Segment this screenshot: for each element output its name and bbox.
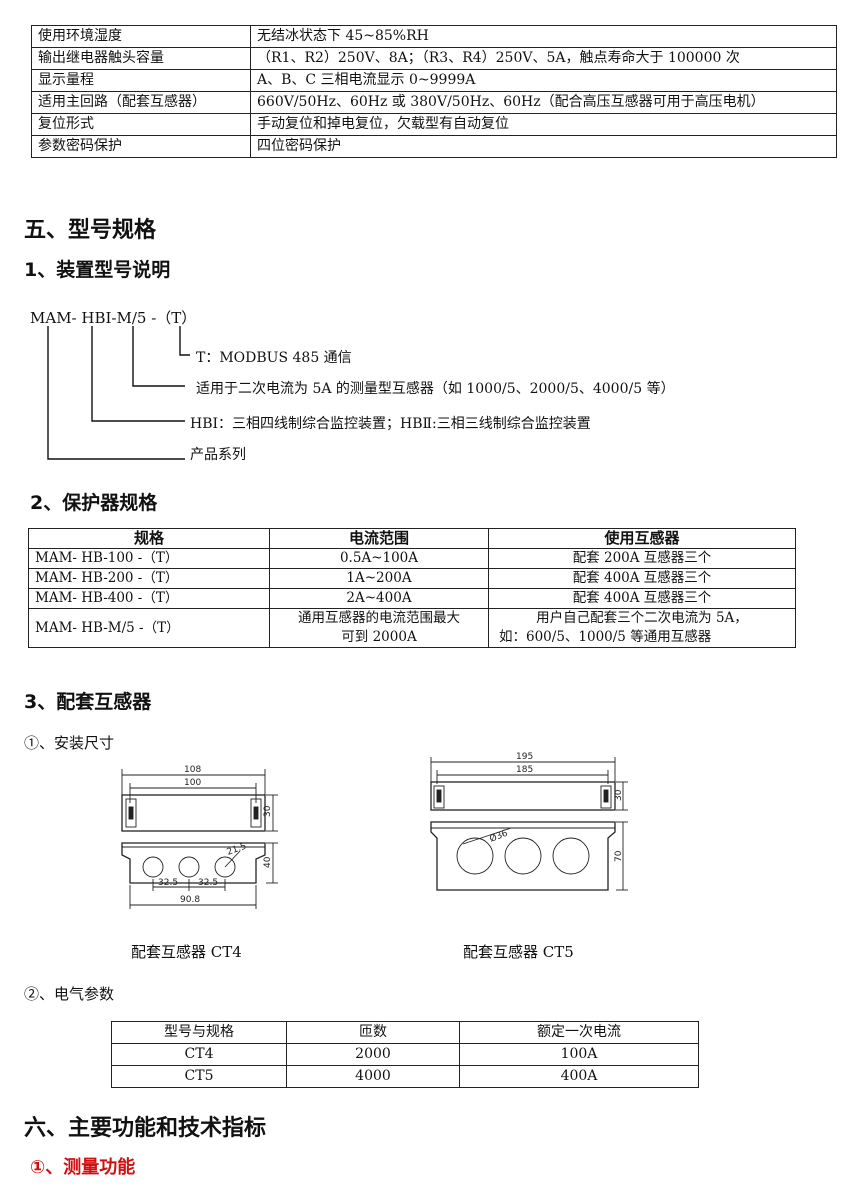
section-6-title: 六、主要功能和技术指标	[24, 1116, 267, 1141]
spec-key: 显示量程	[31, 69, 251, 92]
cell: MAM- HB-200 -（T）	[28, 568, 270, 589]
cell: 配套 400A 互感器三个	[488, 588, 796, 609]
legend-t: T：MODBUS 485 通信	[196, 350, 352, 366]
subsection-model-title: 1、装置型号说明	[24, 259, 171, 281]
legend-line-t	[179, 326, 190, 356]
table-row: 输出继电器触头容量（R1、R2）250V、8A；（R3、R4）250V、5A，触…	[31, 47, 837, 70]
legend-m5: 适用于二次电流为 5A 的测量型互感器（如 1000/5、2000/5、4000…	[196, 381, 675, 397]
legend-line-hb	[91, 326, 185, 422]
ct4-dim-90-8: 90.8	[180, 895, 200, 905]
cell: 400A	[459, 1065, 699, 1088]
cell: 4000	[286, 1065, 460, 1088]
table-row: CT5 4000 400A	[111, 1065, 699, 1088]
spec-value: 手动复位和掉电复位，欠载型有自动复位	[250, 113, 837, 136]
cell-line: 可到 2000A	[341, 629, 417, 645]
cell: MAM- HB-100 -（T）	[28, 548, 270, 569]
ct5-drawing: 195 185 30 70 Ø36	[430, 752, 628, 891]
cell: 通用互感器的电流范围最大可到 2000A	[269, 608, 489, 648]
ct4-dim-32-5a: 32.5	[158, 878, 178, 888]
cell-line: 用户自己配套三个二次电流为 5A，	[536, 610, 748, 626]
ct4-dim-32-5b: 32.5	[198, 878, 218, 888]
cell: CT5	[111, 1065, 287, 1088]
col-header: 额定一次电流	[459, 1021, 699, 1044]
cell-line: 通用互感器的电流范围最大	[298, 610, 460, 626]
section-5-title: 五、型号规格	[24, 218, 157, 243]
table-header-row: 规格 电流范围 使用互感器	[28, 528, 796, 549]
cell: 1A~200A	[269, 568, 489, 589]
cell: MAM- HB-400 -（T）	[28, 588, 270, 609]
cell: CT4	[111, 1043, 287, 1066]
electrical-param-table: 型号与规格 匝数 额定一次电流 CT4 2000 100A CT5 4000 4…	[111, 1021, 699, 1088]
subsection-ct-title: 3、配套互感器	[24, 691, 152, 713]
col-header: 匝数	[286, 1021, 460, 1044]
spec-key: 参数密码保护	[31, 135, 251, 158]
cell: MAM- HB-M/5 -（T）	[28, 608, 270, 648]
table-row: MAM- HB-200 -（T） 1A~200A 配套 400A 互感器三个	[28, 568, 796, 589]
ct4-dim-40: 40	[263, 856, 273, 868]
spec-value: 四位密码保护	[250, 135, 837, 158]
spec-table: 使用环境湿度无结冰状态下 45~85%RH 输出继电器触头容量（R1、R2）25…	[31, 25, 837, 158]
ct4-drawing: 108 100 30 40 21.5 32.5 32.5 90.8	[121, 765, 278, 909]
legend-hb: HBⅠ：三相四线制综合监控装置；HBⅡ:三相三线制综合监控装置	[190, 416, 591, 432]
cell-line: 如：600/5、1000/5 等通用互感器	[499, 629, 712, 645]
ct4-dim-108: 108	[184, 765, 201, 775]
cell: 0.5A~100A	[269, 548, 489, 569]
install-dim-label: ①、安装尺寸	[24, 734, 115, 752]
cell: 100A	[459, 1043, 699, 1066]
table-row: CT4 2000 100A	[111, 1043, 699, 1066]
ct5-dim-195: 195	[516, 752, 533, 762]
ct4-dim-21-5: 21.5	[226, 842, 248, 858]
model-code: MAM- HBⅠ-M/5 -（T）	[30, 309, 197, 327]
ct4-caption: 配套互感器 CT4	[131, 943, 242, 961]
table-row: 复位形式手动复位和掉电复位，欠载型有自动复位	[31, 113, 837, 136]
model-legend-lines	[47, 326, 190, 460]
measurement-function-title: ①、测量功能	[30, 1157, 136, 1178]
col-header: 规格	[28, 528, 270, 549]
ct5-caption: 配套互感器 CT5	[463, 943, 574, 961]
cell: 2000	[286, 1043, 460, 1066]
legend-series: 产品系列	[190, 447, 246, 463]
ct4-dim-100: 100	[184, 778, 201, 788]
protector-spec-table: 规格 电流范围 使用互感器 MAM- HB-100 -（T） 0.5A~100A…	[28, 528, 796, 648]
col-header: 型号与规格	[111, 1021, 287, 1044]
ct5-dim-36: Ø36	[488, 828, 510, 845]
table-row: MAM- HB-M/5 -（T） 通用互感器的电流范围最大可到 2000A 用户…	[28, 608, 796, 648]
ct5-dim-70: 70	[614, 850, 624, 862]
cell: 用户自己配套三个二次电流为 5A， 如：600/5、1000/5 等通用互感器	[488, 608, 796, 648]
elec-param-label: ②、电气参数	[24, 985, 115, 1003]
cell: 配套 400A 互感器三个	[488, 568, 796, 589]
cell: 配套 200A 互感器三个	[488, 548, 796, 569]
subsection-spec-title: 2、保护器规格	[30, 492, 158, 514]
col-header: 电流范围	[269, 528, 489, 549]
table-row: MAM- HB-100 -（T） 0.5A~100A 配套 200A 互感器三个	[28, 548, 796, 569]
col-header: 使用互感器	[488, 528, 796, 549]
ct5-dim-185: 185	[516, 765, 533, 775]
ct4-dim-30: 30	[263, 805, 273, 817]
legend-line-m5	[132, 326, 185, 387]
table-row: MAM- HB-400 -（T） 2A~400A 配套 400A 互感器三个	[28, 588, 796, 609]
legend-line-series	[47, 326, 185, 460]
table-row: 参数密码保护四位密码保护	[31, 135, 837, 158]
ct5-dim-30: 30	[614, 789, 624, 801]
cell: 2A~400A	[269, 588, 489, 609]
table-header-row: 型号与规格 匝数 额定一次电流	[111, 1021, 699, 1044]
